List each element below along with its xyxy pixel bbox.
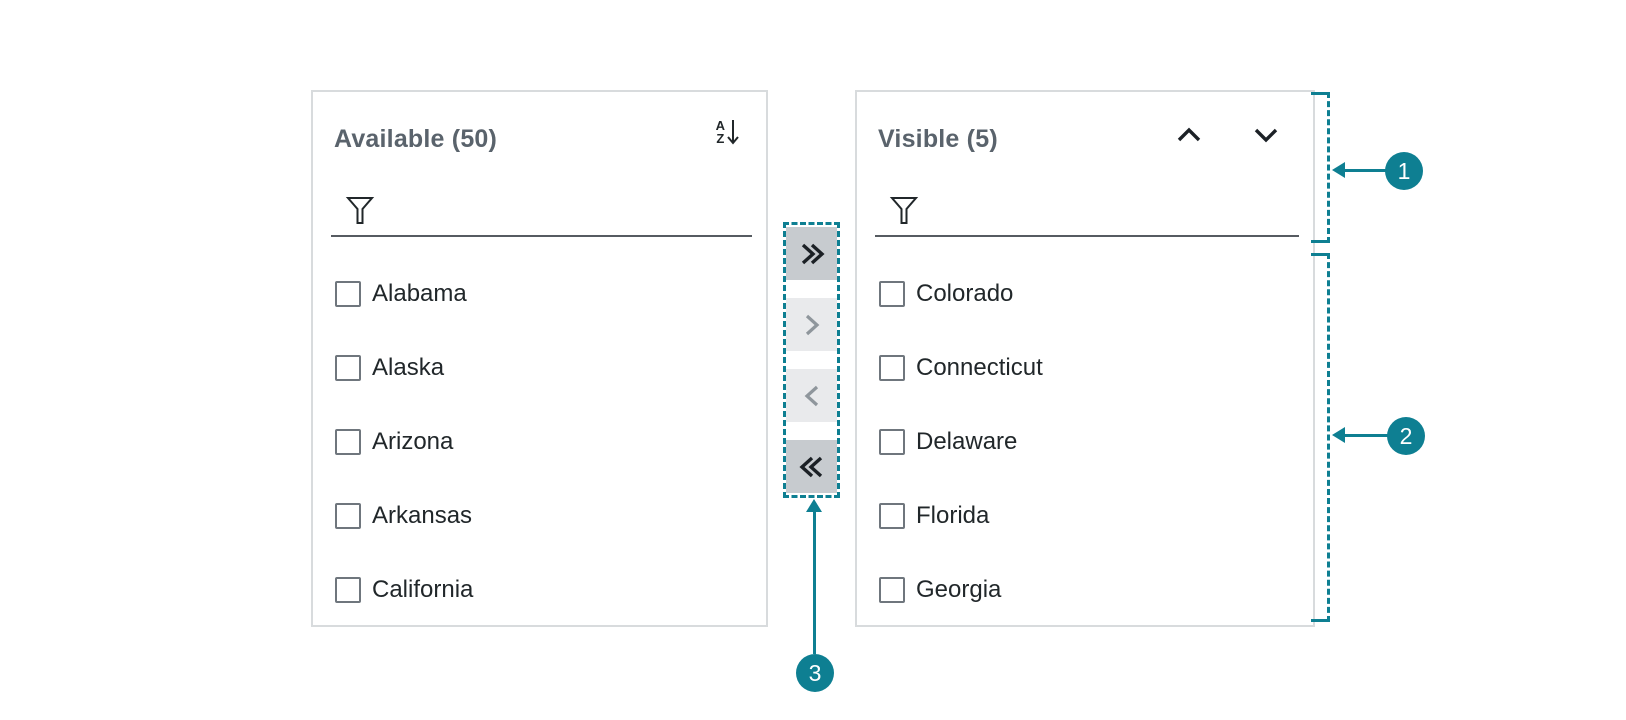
list-item[interactable]: Georgia [857, 553, 1313, 627]
sort-az-icon: A Z [715, 118, 725, 146]
checkbox[interactable] [335, 429, 361, 455]
list-item[interactable]: Connecticut [857, 331, 1313, 405]
callout-number: 1 [1397, 157, 1411, 184]
callout-2-badge: 2 [1387, 417, 1425, 455]
list-item-label: Alabama [372, 280, 467, 307]
callout-number: 2 [1399, 422, 1413, 449]
checkbox[interactable] [335, 503, 361, 529]
available-list: Alabama Alaska Arizona Arkansas Californ… [313, 257, 766, 627]
callout-3-arrowhead [806, 499, 822, 512]
list-item-label: Delaware [916, 428, 1018, 455]
list-item[interactable]: Delaware [857, 405, 1313, 479]
chevron-up-icon [1177, 127, 1201, 142]
move-right-button[interactable] [786, 298, 837, 351]
callout-2-arrow [1344, 434, 1388, 437]
visible-filter-input[interactable] [875, 188, 1299, 237]
available-panel: Available (50) A Z Alabama [311, 90, 768, 627]
callout-number: 3 [808, 659, 822, 686]
visible-list: Colorado Connecticut Delaware Florida Ge… [857, 257, 1313, 627]
list-item-label: Arizona [372, 428, 454, 455]
bracket-tick [1311, 253, 1328, 256]
bracket-tick [1311, 240, 1328, 243]
list-item[interactable]: Florida [857, 479, 1313, 553]
annotation-bracket-list [1327, 253, 1330, 622]
visible-panel-title: Visible (5) [878, 125, 998, 153]
list-item-label: Georgia [916, 576, 1002, 603]
callout-1-arrow [1344, 169, 1386, 172]
checkbox[interactable] [879, 429, 905, 455]
chevron-left-icon [804, 385, 818, 406]
list-item[interactable]: Colorado [857, 257, 1313, 331]
visible-panel: Visible (5) Colorado [855, 90, 1315, 627]
callout-1-arrowhead [1332, 162, 1345, 178]
move-all-left-button[interactable] [786, 440, 837, 493]
double-chevron-left-icon [798, 456, 822, 477]
move-left-button[interactable] [786, 369, 837, 422]
callout-1-badge: 1 [1385, 152, 1423, 190]
checkbox[interactable] [879, 503, 905, 529]
callout-3-arrow [813, 511, 816, 654]
list-item-label: Arkansas [372, 502, 473, 529]
chevron-down-icon [1254, 128, 1278, 143]
checkbox[interactable] [335, 281, 361, 307]
move-down-button[interactable] [1251, 124, 1281, 146]
list-item-label: Alaska [372, 354, 445, 381]
move-up-button[interactable] [1174, 124, 1204, 146]
checkbox[interactable] [879, 281, 905, 307]
callout-2-arrowhead [1332, 427, 1345, 443]
list-item[interactable]: Arizona [313, 405, 766, 479]
annotation-bracket-header [1327, 92, 1330, 243]
sort-arrow-down-icon [726, 116, 740, 148]
list-item[interactable]: California [313, 553, 766, 627]
move-all-right-button[interactable] [786, 227, 837, 280]
list-item[interactable]: Arkansas [313, 479, 766, 553]
list-item-label: Connecticut [916, 354, 1043, 381]
list-item[interactable]: Alaska [313, 331, 766, 405]
funnel-icon [889, 197, 919, 224]
bracket-tick [1311, 92, 1328, 95]
checkbox[interactable] [879, 577, 905, 603]
bracket-tick [1311, 619, 1328, 622]
list-item[interactable]: Alabama [313, 257, 766, 331]
checkbox[interactable] [335, 577, 361, 603]
chevron-right-icon [805, 314, 819, 335]
checkbox[interactable] [879, 355, 905, 381]
list-item-label: Florida [916, 502, 990, 529]
checkbox[interactable] [335, 355, 361, 381]
transfer-buttons-group [783, 222, 840, 498]
double-chevron-right-icon [801, 243, 825, 264]
available-panel-title: Available (50) [334, 125, 498, 153]
funnel-icon [345, 197, 375, 224]
reorder-buttons [1174, 124, 1281, 146]
sort-button[interactable]: A Z [714, 114, 742, 150]
list-item-label: Colorado [916, 280, 1014, 307]
callout-3-badge: 3 [796, 654, 834, 692]
available-filter-input[interactable] [331, 188, 752, 237]
list-item-label: California [372, 576, 474, 603]
